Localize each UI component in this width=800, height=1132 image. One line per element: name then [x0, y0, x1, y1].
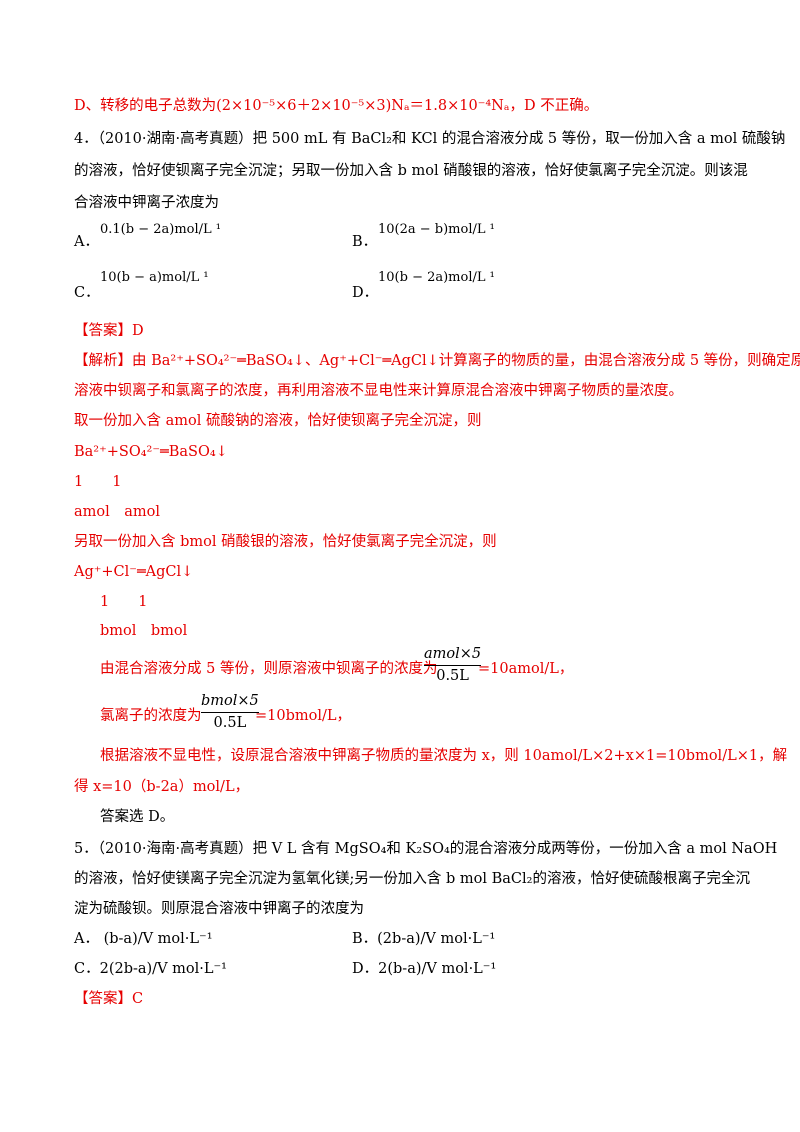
- q4-amount-barium: amol amol: [74, 504, 161, 520]
- q4-explanation-line-3: 取一份加入含 amol 硫酸钠的溶液，恰好使钡离子完全沉淀，则: [74, 413, 482, 429]
- q5-answer-value: C: [132, 991, 144, 1007]
- q5-option-d: D．2(b-a)/V mol·L⁻¹: [352, 961, 497, 977]
- chloride-fraction-numerator: bmol×5: [201, 694, 259, 713]
- q4-amount-chloride: bmol bmol: [100, 623, 188, 639]
- q4-chloride-concentration-text: 氯离子的浓度为: [100, 708, 202, 724]
- q4-option-b-letter: B．: [352, 234, 378, 250]
- q5-stem-line-3: 淀为硫酸钡。则原混合溶液中钾离子的浓度为: [74, 901, 364, 917]
- q4-option-c-letter: C．: [74, 285, 100, 301]
- q4-ratio-chloride: 1 1: [100, 594, 148, 610]
- q4-explanation-line-2: 溶液中钡离子和氯离子的浓度，再利用溶液不显电性来计算原混合溶液中钾离子物质的量浓…: [74, 383, 683, 399]
- chloride-fraction-denominator: 0.5L: [213, 714, 247, 731]
- q4-option-b: 10(2a − b)mol/L ¹: [378, 222, 495, 237]
- q4-answer: 【答案】D: [74, 323, 144, 339]
- barium-fraction-numerator: amol×5: [424, 647, 482, 666]
- q5-option-c: C．2(2b-a)/V mol·L⁻¹: [74, 961, 227, 977]
- q4-chloride-concentration-result: =10bmol/L，: [255, 708, 352, 724]
- barium-fraction: amol×5 0.5L: [424, 647, 482, 684]
- q4-explanation-line-13: 根据溶液不显电性，设原混合溶液中钾离子物质的量浓度为 x，则 10amol/L×…: [100, 748, 788, 764]
- q5-answer-label: 【答案】: [74, 991, 132, 1007]
- prev-option-d-explanation: D、转移的电子总数为(2×10⁻⁵×6＋2×10⁻⁵×3)Nₐ＝1.8×10⁻⁴…: [74, 98, 599, 114]
- q4-ratio-barium: 1 1: [74, 474, 122, 490]
- q4-stem-line-3: 合溶液中钾离子浓度为: [74, 195, 219, 211]
- q4-barium-concentration-result: =10amol/L，: [478, 661, 574, 677]
- q4-option-c: 10(b − a)mol/L ¹: [100, 270, 209, 285]
- q4-option-d-letter: D．: [352, 285, 379, 301]
- q5-answer: 【答案】C: [74, 992, 143, 1007]
- q4-equation-chloride: Ag⁺+Cl⁻═AgCl↓: [74, 564, 194, 580]
- q4-stem-line-2: 的溶液，恰好使钡离子完全沉淀；另取一份加入含 b mol 硝酸银的溶液，恰好使氯…: [74, 163, 748, 179]
- q4-option-a-letter: A．: [74, 234, 99, 250]
- barium-fraction-denominator: 0.5L: [436, 667, 469, 684]
- q5-option-b: B．(2b-a)/V mol·L⁻¹: [352, 931, 496, 947]
- q5-stem-line-2: 的溶液，恰好使镁离子完全沉淀为氢氧化镁;另一份加入含 b mol BaCl₂的溶…: [74, 871, 750, 887]
- q4-option-d: 10(b − 2a)mol/L ¹: [378, 270, 495, 285]
- q4-option-a: 0.1(b − 2a)mol/L ¹: [100, 222, 221, 237]
- q4-stem-line-1: 4．（2010·湖南·高考真题）把 500 mL 有 BaCl₂和 KCl 的混…: [74, 131, 786, 147]
- chloride-fraction: bmol×5 0.5L: [201, 694, 259, 730]
- q5-option-a: A． (b-a)/V mol·L⁻¹: [74, 931, 213, 947]
- q4-explanation-line-7: 另取一份加入含 bmol 硝酸银的溶液，恰好使氯离子完全沉淀，则: [74, 534, 497, 550]
- q4-explanation-line-1: 【解析】由 Ba²⁺+SO₄²⁻═BaSO₄↓、Ag⁺+Cl⁻═AgCl↓计算离…: [74, 353, 800, 369]
- q4-barium-concentration-text: 由混合溶液分成 5 等份，则原溶液中钡离子的浓度为: [100, 661, 438, 677]
- q4-explanation-conclusion: 答案选 D。: [100, 809, 175, 825]
- q5-stem-line-1: 5．（2010·海南·高考真题）把 V L 含有 MgSO₄和 K₂SO₄的混合…: [74, 841, 778, 857]
- q4-equation-barium: Ba²⁺+SO₄²⁻═BaSO₄↓: [74, 444, 228, 460]
- q4-explanation-line-14: 得 x=10（b-2a）mol/L，: [74, 779, 250, 795]
